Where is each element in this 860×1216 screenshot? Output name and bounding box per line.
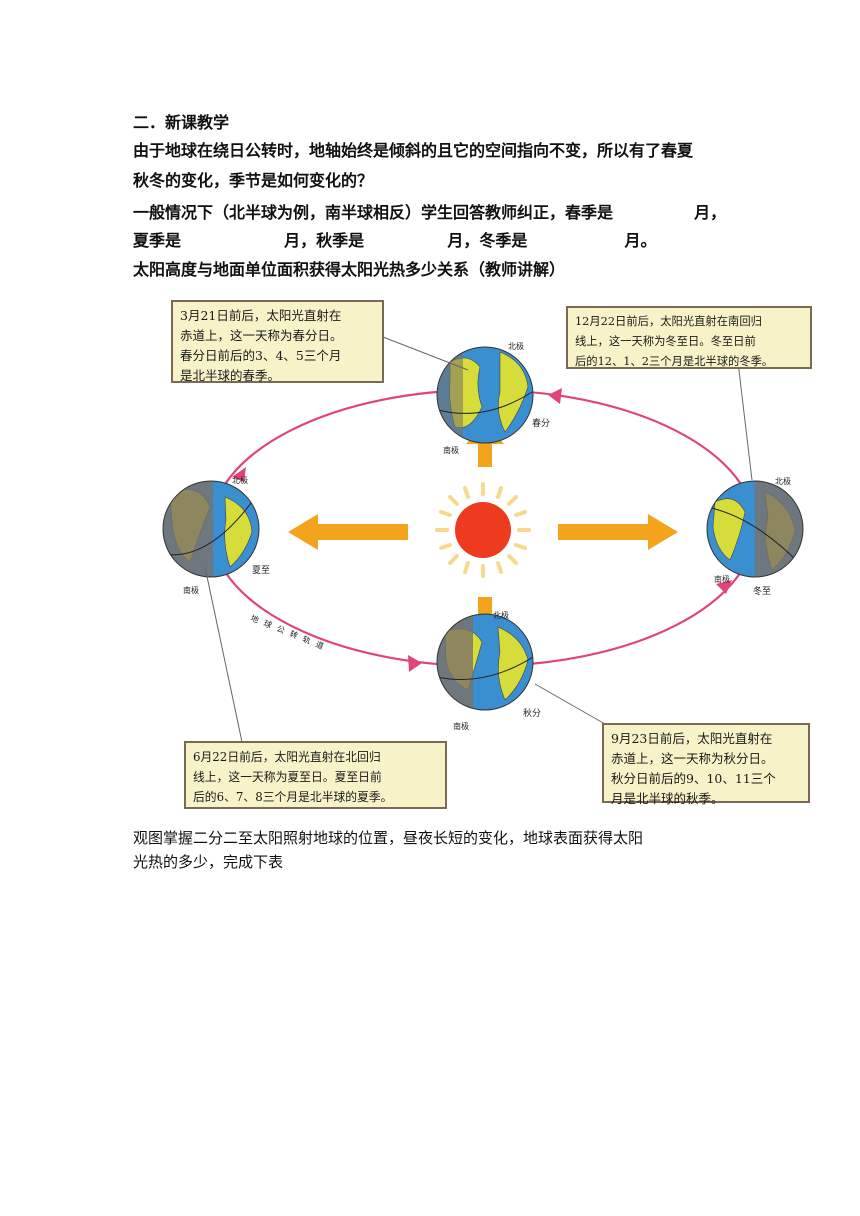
orbit-diagram: 北极 南极 春分 北极 南极 夏至 北极 南极 冬至 北极 南极 秋分 地球公转… — [162, 336, 804, 743]
observe-line-1: 观图掌握二分二至太阳照射地球的位置，昼夜长短的变化，地球表面获得太阳 — [133, 829, 644, 847]
season-question-text: 一般情况下（北半球为例，南半球相反）学生回答教师纠正，春季是 — [133, 203, 614, 222]
label-south-pole-summer: 南极 — [183, 585, 199, 595]
label-north-pole-autumn: 北极 — [493, 610, 509, 620]
label-north-pole-spring: 北极 — [508, 341, 524, 351]
caption-summer: 6月22日前后，太阳光直射在北回归 线上，这一天称为夏至日。夏至日前 后的6、7… — [184, 741, 447, 809]
arrow-left — [288, 514, 408, 550]
sun-height-line: 太阳高度与地面单位面积获得太阳光热多少关系（教师讲解） — [133, 260, 566, 279]
autumn-label: 月，秋季是 — [284, 231, 365, 250]
season-question-line-1: 一般情况下（北半球为例，南半球相反）学生回答教师纠正，春季是 月， — [133, 203, 726, 223]
orbit-arrow-2 — [408, 655, 422, 672]
section-heading: 二．新课教学 — [133, 113, 230, 132]
arrow-right — [558, 514, 678, 550]
caption-autumn: 9月23日前后，太阳光直射在 赤道上，这一天称为秋分日。 秋分日前后的9、10、… — [602, 723, 810, 806]
pointer-lines — [204, 336, 753, 743]
seasons-orbit-figure: 北极 南极 春分 北极 南极 夏至 北极 南极 冬至 北极 南极 秋分 地球公转… — [150, 292, 815, 817]
globe-summer — [162, 480, 260, 578]
sun-icon — [435, 482, 531, 578]
observe-line-2: 光热的多少，完成下表 — [133, 853, 284, 871]
label-north-pole-winter: 北极 — [775, 476, 791, 486]
label-south-pole-autumn: 南极 — [453, 721, 469, 731]
label-north-pole-summer: 北极 — [232, 475, 248, 485]
intro-line-1: 由于地球在绕日公转时，地轴始终是倾斜的且它的空间指向不变，所以有了春夏 — [133, 141, 694, 160]
intro-line-2: 秋冬的变化，季节是如何变化的？ — [133, 171, 374, 190]
caption-winter: 12月22日前后，太阳光直射在南回归 线上，这一天称为冬至日。冬至日前 后的12… — [566, 306, 812, 369]
label-south-pole-spring: 南极 — [443, 445, 459, 455]
season-question-line-2: 夏季是 月，秋季是 月，冬季是 月。 — [133, 231, 657, 251]
spring-month-suffix: 月， — [694, 203, 727, 222]
summer-label: 夏季是 — [133, 231, 182, 250]
label-orbit: 地球公转轨道 — [249, 613, 331, 654]
orbit-arrow-3 — [716, 580, 732, 594]
label-dongzhi: 冬至 — [753, 585, 771, 597]
globe-winter — [706, 480, 804, 578]
label-chunfen: 春分 — [532, 417, 550, 429]
globe-spring — [436, 346, 534, 444]
winter-month-suffix: 月。 — [624, 231, 657, 250]
label-xiazhi: 夏至 — [252, 565, 270, 576]
orbit-arrow-1 — [232, 467, 246, 482]
label-south-pole-winter: 南极 — [714, 574, 730, 584]
label-qiufen: 秋分 — [523, 707, 541, 719]
orbit-arrow-4 — [548, 388, 562, 404]
caption-spring: 3月21日前后，太阳光直射在 赤道上，这一天称为春分日。 春分日前后的3、4、5… — [171, 300, 384, 383]
globe-autumn — [436, 613, 534, 711]
winter-label: 月，冬季是 — [447, 231, 528, 250]
